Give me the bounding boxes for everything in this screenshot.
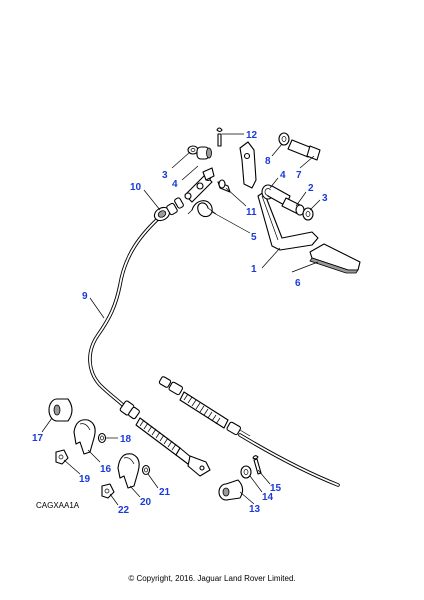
spring-5 [187, 200, 217, 218]
clip-20 [117, 453, 140, 489]
pedal-arm [239, 141, 319, 251]
callout-8: 8 [265, 156, 271, 167]
callout-2: 2 [308, 183, 314, 194]
callout-18: 18 [120, 434, 132, 445]
callout-9: 9 [82, 291, 88, 302]
callout-7: 7 [296, 170, 302, 181]
callout-1: 1 [251, 264, 257, 275]
washer-21 [141, 464, 151, 476]
callout-10: 10 [130, 182, 142, 193]
grommet-10 [153, 197, 184, 222]
bush-13 [218, 479, 244, 501]
clip-15 [252, 455, 262, 475]
washer-14 [240, 465, 252, 479]
shaft-2 [281, 197, 314, 221]
cable-right [158, 376, 340, 487]
leader-lines [41, 133, 321, 506]
clip-12 [216, 127, 223, 147]
callout-15: 15 [270, 483, 282, 494]
cable-end-lower [119, 400, 211, 477]
callout-6: 6 [295, 278, 301, 289]
bolt-7 [278, 132, 321, 161]
callout-16: 16 [100, 464, 112, 475]
bush-17 [48, 398, 73, 422]
diagram-code: CAGXAA1A [36, 501, 80, 510]
callout-13: 13 [249, 504, 261, 515]
callout-21: 21 [159, 487, 171, 498]
callout-11: 11 [246, 207, 257, 218]
throttle-cable [88, 213, 164, 410]
callout-19: 19 [79, 474, 91, 485]
linkage-upper [184, 145, 215, 203]
callout-20: 20 [140, 497, 152, 508]
callout-3-right: 3 [322, 193, 328, 204]
callout-5: 5 [251, 232, 257, 243]
callout-14: 14 [262, 492, 274, 503]
callout-labels: 1 2 3 3 4 4 5 6 7 8 9 10 11 12 13 14 15 … [32, 130, 328, 516]
callout-12: 12 [246, 130, 258, 141]
nut-22 [101, 483, 115, 499]
pedal-pad-6 [309, 243, 361, 274]
callout-17: 17 [32, 433, 44, 444]
callout-22: 22 [118, 505, 130, 516]
callout-3-upper: 3 [162, 170, 168, 181]
callout-4-upper: 4 [172, 179, 178, 190]
washer-18 [97, 432, 107, 444]
clip-16 [73, 419, 96, 455]
copyright-notice: © Copyright, 2016. Jaguar Land Rover Lim… [128, 574, 296, 583]
callout-4-right: 4 [280, 170, 286, 181]
